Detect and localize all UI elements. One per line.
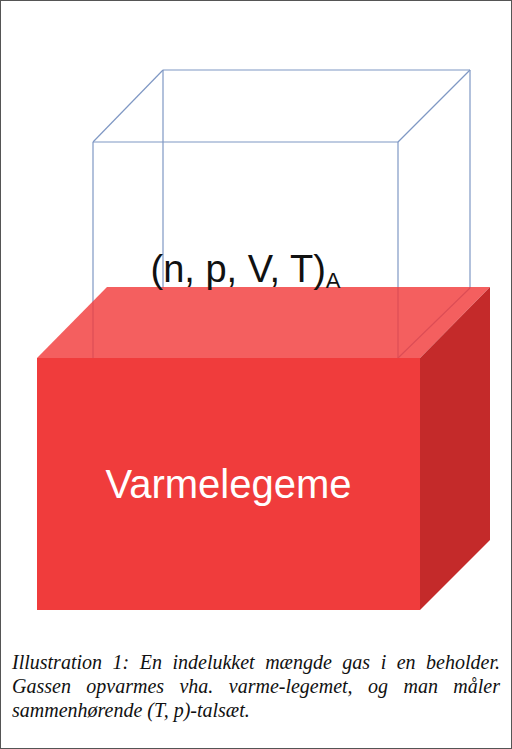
heater-label: Varmelegeme <box>105 462 351 506</box>
text-line: Varmelegeme <box>105 462 351 507</box>
state-variables: (n, p, V, T) <box>150 248 325 290</box>
text-line: (n, p, V, T)A <box>150 248 340 295</box>
figure-caption: Illustration 1: En indelukket mængde gas… <box>12 650 500 722</box>
heater-box: Varmelegeme <box>37 358 420 610</box>
heater-side-face <box>420 287 490 610</box>
subscript: A <box>326 268 341 293</box>
gas-container: (n, p, V, T)A <box>93 142 398 360</box>
heater-top-face <box>37 287 490 358</box>
